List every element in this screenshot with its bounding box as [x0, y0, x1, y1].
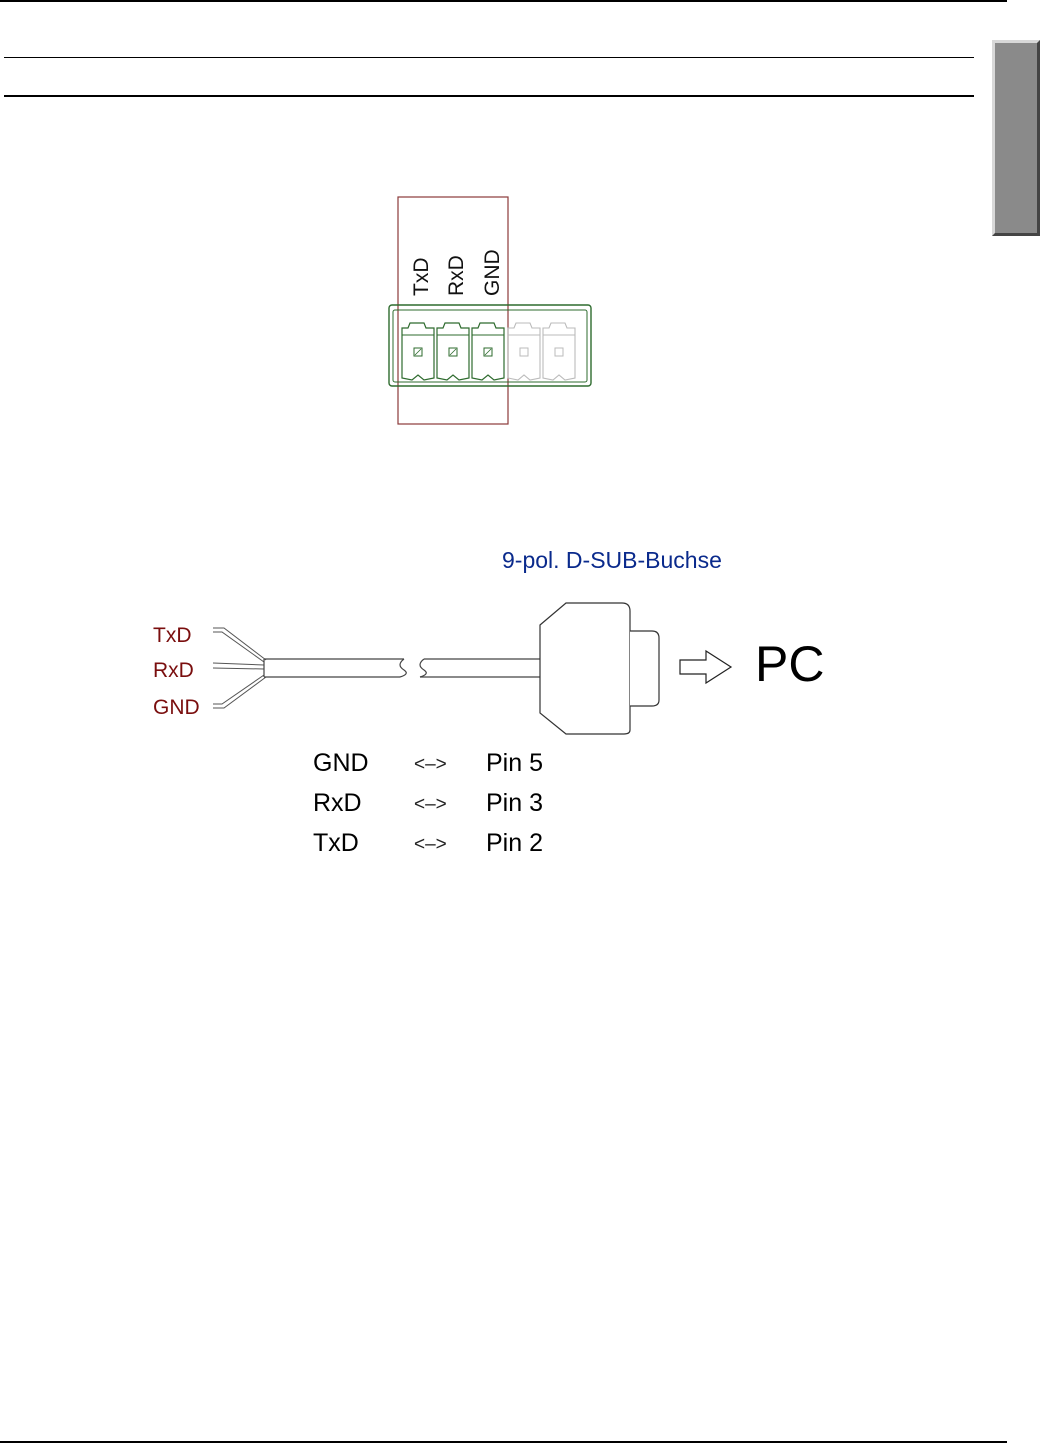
mapping-arrow: <–>: [414, 834, 447, 855]
terminal-pin-2: [437, 323, 469, 380]
terminal-pin-4-unused: [508, 323, 540, 380]
wire-label-gnd: GND: [153, 696, 200, 719]
connector-label: 9-pol. D-SUB-Buchse: [502, 547, 722, 573]
mapping-pin: Pin 3: [486, 789, 543, 817]
mapping-arrow: <–>: [414, 794, 447, 815]
pin-mapping-table: GND <–> Pin 5 RxD <–> Pin 3 TxD <–> Pin …: [313, 749, 543, 857]
dsub-connector: [540, 603, 659, 734]
mapping-signal: GND: [313, 749, 369, 777]
terminal-housing-outer: [389, 305, 591, 386]
wire-label-rxd: RxD: [153, 659, 194, 682]
wire-label-txd: TxD: [153, 624, 192, 647]
mapping-pin: Pin 5: [486, 749, 543, 777]
terminal-pin-3: [472, 323, 504, 380]
mapping-pin: Pin 2: [486, 829, 543, 857]
pin-label-txd: TxD: [410, 258, 433, 297]
terminal-pin-5-unused: [543, 323, 575, 380]
pin-label-gnd: GND: [481, 249, 504, 296]
cable-jacket: [264, 659, 540, 677]
mapping-signal: TxD: [313, 829, 359, 857]
arrow-to-pc-icon: [680, 651, 731, 683]
cable-diagram: 9-pol. D-SUB-Buchse TxD RxD GND: [153, 547, 824, 734]
pin-label-rxd: RxD: [445, 255, 468, 296]
mapping-signal: RxD: [313, 789, 362, 817]
mapping-arrow: <–>: [414, 754, 447, 775]
terminal-block: TxD RxD GND: [389, 197, 591, 424]
wire-ends: [213, 628, 266, 708]
terminal-housing-inner: [393, 310, 587, 382]
pc-label: PC: [755, 636, 824, 692]
terminal-pin-1: [402, 323, 434, 380]
